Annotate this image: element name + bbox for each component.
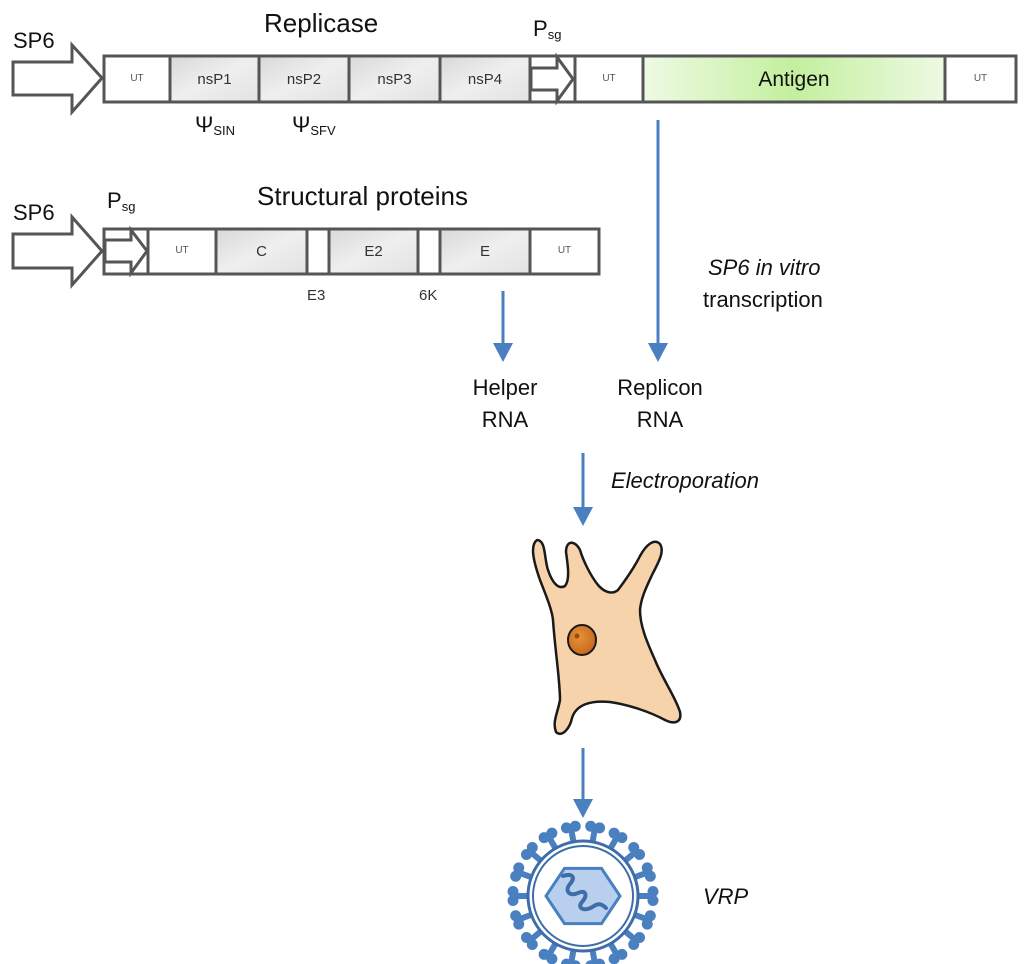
transcription-label-line2: transcription	[703, 287, 823, 312]
helper-construct	[11, 213, 601, 289]
envelope-inner	[532, 845, 634, 947]
segment-c	[214, 227, 309, 276]
segment-label: UT	[130, 73, 144, 84]
spike-knob	[507, 895, 519, 906]
spike-knob	[510, 910, 522, 922]
psi-sin-label: ΨSIN	[195, 112, 236, 138]
segment-label: C	[256, 243, 267, 260]
helper-rna-label-line1: Helper	[472, 375, 538, 400]
psi-sub: SFV	[310, 123, 336, 138]
segment-label: UT	[602, 73, 616, 84]
spike-knob	[546, 953, 558, 964]
spike-knob	[585, 820, 597, 832]
spike-knob	[569, 820, 581, 832]
segment-e	[438, 227, 532, 276]
spike-knob	[641, 862, 653, 874]
spike-knob	[594, 958, 606, 964]
sp6-label: SP6	[13, 28, 55, 53]
segment-label: nsP4	[467, 71, 503, 88]
spike-knob	[628, 842, 640, 854]
psg-sub: sg	[547, 27, 562, 42]
subgenomic-promoter-arrow-icon	[529, 52, 575, 106]
segment-label: E2	[364, 243, 383, 260]
spike-knob	[585, 960, 596, 964]
electroporation-label: Electroporation	[611, 468, 759, 493]
spike-knob	[641, 918, 653, 930]
spike-knob	[608, 827, 620, 839]
spike-knob	[513, 862, 525, 874]
spike-knob	[647, 895, 659, 906]
helper-rna-label-line2: RNA	[481, 407, 529, 432]
replicon-ut-sg	[573, 54, 645, 104]
spike-knob	[644, 870, 656, 882]
segment-label: nsP3	[377, 71, 412, 88]
segment-antigen	[641, 54, 947, 104]
segment-label: nsP2	[286, 71, 322, 88]
vrp-particle-icon	[507, 820, 659, 964]
arrowhead	[648, 343, 668, 362]
segment-nsp2	[257, 54, 351, 104]
replicon-rna-label-line2: RNA	[636, 407, 684, 432]
replicon-rna-label-line1: Replicon	[617, 375, 703, 400]
segment-label: UT	[175, 245, 189, 256]
psg-sub: sg	[121, 199, 136, 214]
segment-6k	[416, 227, 442, 276]
replicon-construct	[11, 41, 1018, 116]
psi-symbol: Ψ	[195, 112, 214, 137]
e3-label: E3	[307, 287, 326, 304]
segment-label: UT	[557, 245, 572, 256]
spike-knob	[526, 938, 538, 950]
segment-label: E	[479, 243, 490, 260]
psg-main: P	[533, 16, 548, 41]
spike-knob	[513, 918, 525, 930]
nucleus-icon	[567, 624, 597, 656]
replicon-ut-3	[943, 54, 1018, 104]
arrowhead	[573, 507, 593, 526]
spike-knob	[634, 932, 646, 944]
flow-arrows	[493, 120, 668, 818]
arrowhead	[573, 799, 593, 818]
segment-label: nsP1	[197, 71, 232, 88]
psi-sub: SIN	[213, 123, 236, 138]
rna-genome-icon	[561, 873, 608, 912]
spike-knob	[510, 870, 522, 882]
psg-label: Psg	[107, 188, 136, 214]
spike-knob	[616, 948, 628, 960]
spike-knob	[644, 910, 656, 922]
helper-subgenomic-promoter-arrow-icon	[103, 225, 149, 278]
psi-symbol: Ψ	[292, 112, 311, 137]
psg-main: P	[107, 188, 122, 213]
6k-label: 6K	[419, 287, 438, 304]
spike-knob	[560, 822, 572, 834]
sp6-promoter-arrow	[11, 41, 105, 116]
psg-label: Psg	[533, 16, 562, 42]
spike-knob	[594, 822, 606, 834]
segment-label: UT	[973, 73, 988, 84]
segment-e3	[305, 227, 331, 276]
helper-ut-3	[528, 227, 601, 276]
vrp-label: VRP	[703, 884, 749, 909]
spike-knob	[647, 886, 659, 897]
spike-knob	[570, 960, 581, 964]
arrowhead	[493, 343, 513, 362]
sp6-promoter-arrow	[11, 213, 105, 289]
spike-knob	[507, 886, 519, 897]
segment-nsp3	[347, 54, 442, 104]
capsid-icon	[544, 866, 622, 926]
spike-knob	[560, 958, 572, 964]
psi-sfv-label: ΨSFV	[292, 112, 336, 138]
transcription-label-line1: SP6 in vitro	[708, 255, 821, 280]
spike-knob	[538, 832, 550, 844]
structural-proteins-title: Structural proteins	[257, 181, 468, 211]
host-cell-icon	[531, 538, 682, 735]
replicase-title: Replicase	[264, 8, 379, 38]
sp6-label: SP6	[13, 200, 55, 225]
antigen-label: Antigen	[758, 68, 830, 91]
spike-knob	[520, 848, 532, 860]
